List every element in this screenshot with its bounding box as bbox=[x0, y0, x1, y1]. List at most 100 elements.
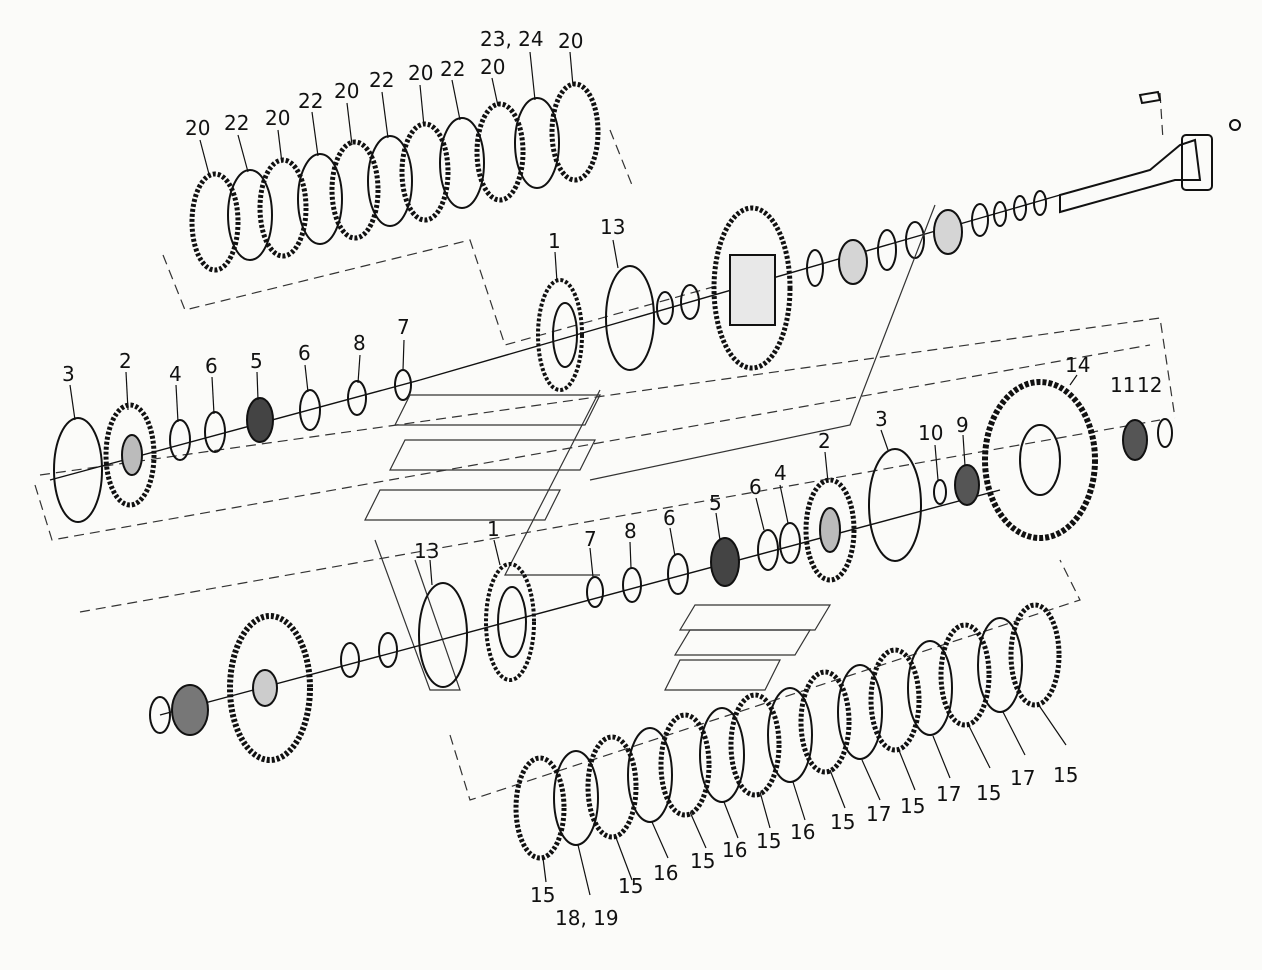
group-boundaries bbox=[34, 92, 1176, 801]
callout-7: 7 bbox=[584, 527, 597, 551]
ring-7-lower bbox=[586, 576, 604, 608]
disc-15c bbox=[658, 712, 712, 818]
callout-15: 15 bbox=[756, 829, 781, 853]
disc-20c bbox=[329, 139, 381, 241]
callout-7: 7 bbox=[397, 315, 410, 339]
plate-17c bbox=[977, 617, 1023, 713]
callout-1: 1 bbox=[487, 517, 500, 541]
callout-2: 2 bbox=[818, 429, 831, 453]
callout-16: 16 bbox=[653, 861, 678, 885]
piston-1-upper bbox=[536, 278, 584, 392]
piston-1-lower bbox=[484, 562, 536, 682]
shaft-group-boundary bbox=[34, 344, 1151, 541]
shaft-pin bbox=[1138, 90, 1162, 105]
callout-15: 15 bbox=[976, 781, 1001, 805]
callout-16: 16 bbox=[790, 820, 815, 844]
upper-clutch-pack bbox=[189, 81, 601, 273]
callout-15: 15 bbox=[530, 883, 555, 907]
callout-3: 3 bbox=[62, 362, 75, 386]
callout-8: 8 bbox=[624, 519, 637, 543]
gear-lower bbox=[227, 613, 313, 763]
callout-20: 20 bbox=[265, 106, 290, 130]
disc-20a bbox=[189, 171, 241, 273]
leader-lines bbox=[69, 51, 1078, 896]
disc-20d bbox=[399, 121, 451, 223]
washer-6-lower-b bbox=[757, 529, 779, 571]
ring-4 bbox=[169, 419, 191, 461]
callout-14: 14 bbox=[1065, 353, 1090, 377]
middle-row-assembly bbox=[49, 369, 421, 523]
bearing-9 bbox=[954, 464, 980, 506]
shaft-flange bbox=[1181, 134, 1213, 191]
plate-16a bbox=[627, 727, 673, 823]
bearing-upper-a bbox=[838, 239, 868, 285]
callout-15: 15 bbox=[618, 874, 643, 898]
middle-axis bbox=[49, 379, 421, 481]
washer-6a bbox=[204, 411, 226, 453]
washer-6b bbox=[299, 389, 321, 431]
callout-20: 20 bbox=[480, 55, 505, 79]
callout-20: 20 bbox=[185, 116, 210, 140]
plate-16b bbox=[699, 707, 745, 803]
disc-15e bbox=[798, 669, 852, 775]
bearing-5 bbox=[246, 397, 274, 443]
callout-4: 4 bbox=[774, 461, 787, 485]
callout-11: 11 bbox=[1110, 373, 1135, 397]
callout-22: 22 bbox=[298, 89, 323, 113]
callout-17: 17 bbox=[1010, 766, 1035, 790]
disc-15h bbox=[1008, 602, 1062, 708]
ring-8 bbox=[347, 380, 367, 416]
lower-row-assembly bbox=[149, 379, 1173, 763]
callout-3: 3 bbox=[875, 407, 888, 431]
callout-20: 20 bbox=[408, 61, 433, 85]
callout-6: 6 bbox=[663, 506, 676, 530]
callout-10: 10 bbox=[918, 421, 943, 445]
drum-14 bbox=[982, 379, 1098, 541]
callout-15: 15 bbox=[690, 849, 715, 873]
disc-15g bbox=[938, 622, 992, 728]
callout-22: 22 bbox=[440, 57, 465, 81]
callout-22: 22 bbox=[369, 68, 394, 92]
bearing-5-lower bbox=[710, 537, 740, 587]
seal-ring-3 bbox=[53, 417, 103, 523]
callout-20: 20 bbox=[558, 29, 583, 53]
callout-12: 12 bbox=[1137, 373, 1162, 397]
callout-23-24: 23, 24 bbox=[480, 27, 544, 51]
disc-15f bbox=[868, 647, 922, 753]
disc-15a bbox=[513, 755, 567, 861]
bearing-11 bbox=[1122, 419, 1148, 461]
upper-clutch-pack-boundary bbox=[162, 239, 721, 346]
callout-15: 15 bbox=[900, 794, 925, 818]
callout-labels: 20 22 20 22 20 22 20 22 20 23, 24 20 1 1… bbox=[62, 27, 1162, 930]
lower-clutch-pack bbox=[513, 602, 1062, 861]
piston-2-lower bbox=[803, 477, 857, 583]
callout-1: 1 bbox=[548, 229, 561, 253]
guide-boxes bbox=[364, 204, 936, 691]
snap-ring-13-lower bbox=[418, 582, 468, 688]
ring-10 bbox=[933, 479, 947, 505]
ring-4-lower bbox=[779, 522, 801, 564]
plate-23-24 bbox=[514, 97, 560, 189]
shaft-group-boundary-upper bbox=[39, 317, 1176, 476]
disc-20f bbox=[549, 81, 601, 183]
drum-hub bbox=[729, 254, 776, 326]
callout-13: 13 bbox=[414, 539, 439, 563]
output-shaft bbox=[1059, 138, 1202, 214]
plate-18-19 bbox=[553, 750, 599, 846]
plate-22b bbox=[297, 153, 343, 245]
callout-8: 8 bbox=[353, 331, 366, 355]
callout-6: 6 bbox=[205, 354, 218, 378]
upper-shaft-assembly bbox=[419, 90, 1241, 392]
plate-22d bbox=[439, 117, 485, 209]
disc-15d bbox=[728, 692, 782, 798]
plate-22c bbox=[367, 135, 413, 227]
callout-22: 22 bbox=[224, 111, 249, 135]
lower-group-boundary bbox=[79, 419, 1161, 613]
seal-ring-3-lower bbox=[868, 448, 922, 562]
plate-17b bbox=[907, 640, 953, 736]
plate-22a bbox=[227, 169, 273, 261]
callout-15: 15 bbox=[1053, 763, 1078, 787]
callout-5: 5 bbox=[250, 349, 263, 373]
